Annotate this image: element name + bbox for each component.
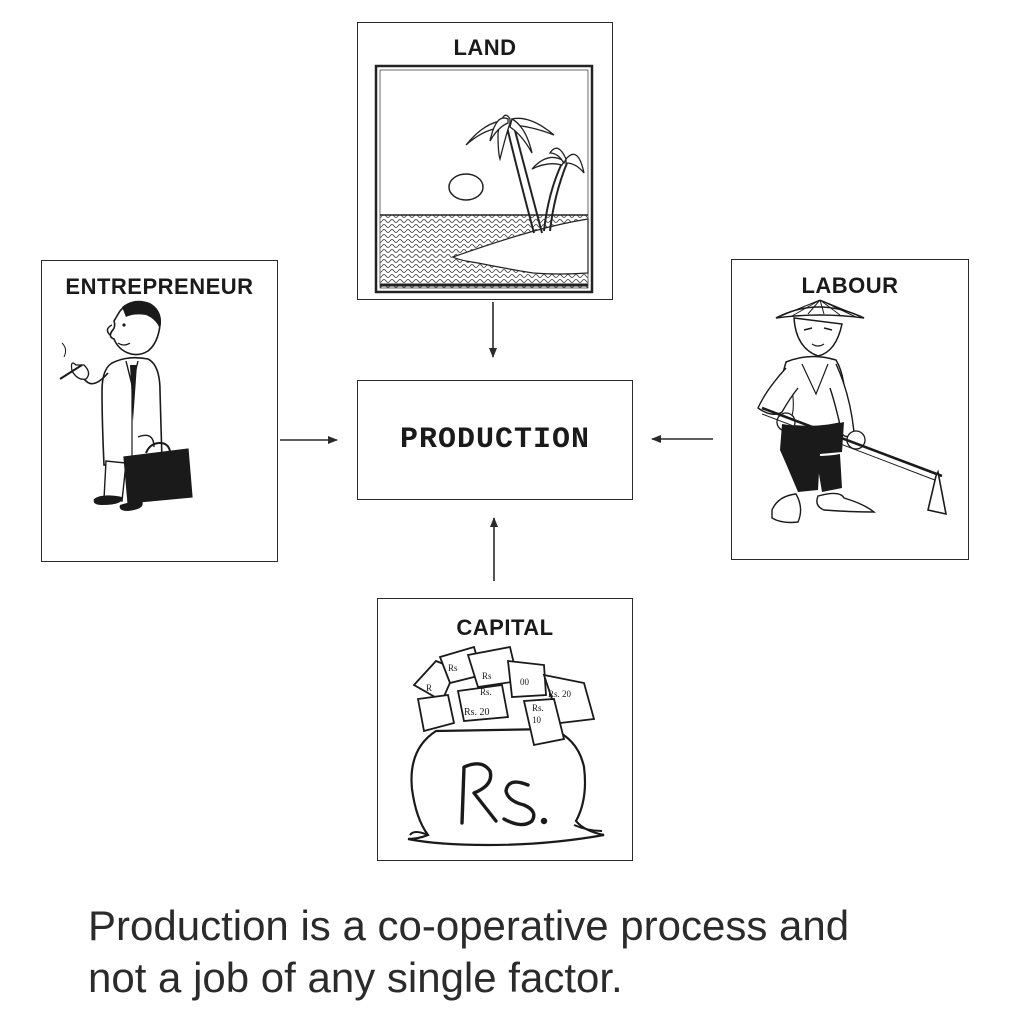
businessman-illustration [59,300,193,511]
land-label: LAND [453,35,517,60]
caption-line-2: not a job of any single factor. [88,954,623,1001]
entrepreneur-box: ENTREPRENEUR [41,260,278,562]
note-label-6: Rs. 20 [464,707,490,718]
land-box: LAND [357,22,613,300]
money-bag-illustration: Rs Rs R 00 Rs. 20 Rs. 20 Rs. 10 Rs. [407,645,605,847]
labour-label: LABOUR [801,273,899,298]
note-label-4: 00 [520,677,530,687]
note-label-5: Rs. 20 [548,689,572,699]
caption: Production is a co-operative process and… [88,900,988,1004]
note-label-9: Rs. [480,687,492,697]
island-palm-illustration [374,64,594,294]
labour-box: LABOUR [731,259,969,560]
note-label-2: Rs [482,671,492,681]
production-label: PRODUCTION [399,423,591,457]
production-box: PRODUCTION [357,380,633,500]
capital-label: CAPITAL [456,615,554,640]
note-label-8: 10 [532,715,542,725]
note-label-1: Rs [448,663,458,673]
note-label-7: Rs. [532,703,544,713]
caption-line-1: Production is a co-operative process and [88,902,850,949]
capital-box: CAPITAL Rs Rs R 00 Rs. 20 Rs. 20 Rs. 10 … [377,598,633,861]
entrepreneur-label: ENTREPRENEUR [65,274,254,299]
note-label-3: R [426,683,432,693]
farmer-with-hoe-illustration [757,299,948,524]
